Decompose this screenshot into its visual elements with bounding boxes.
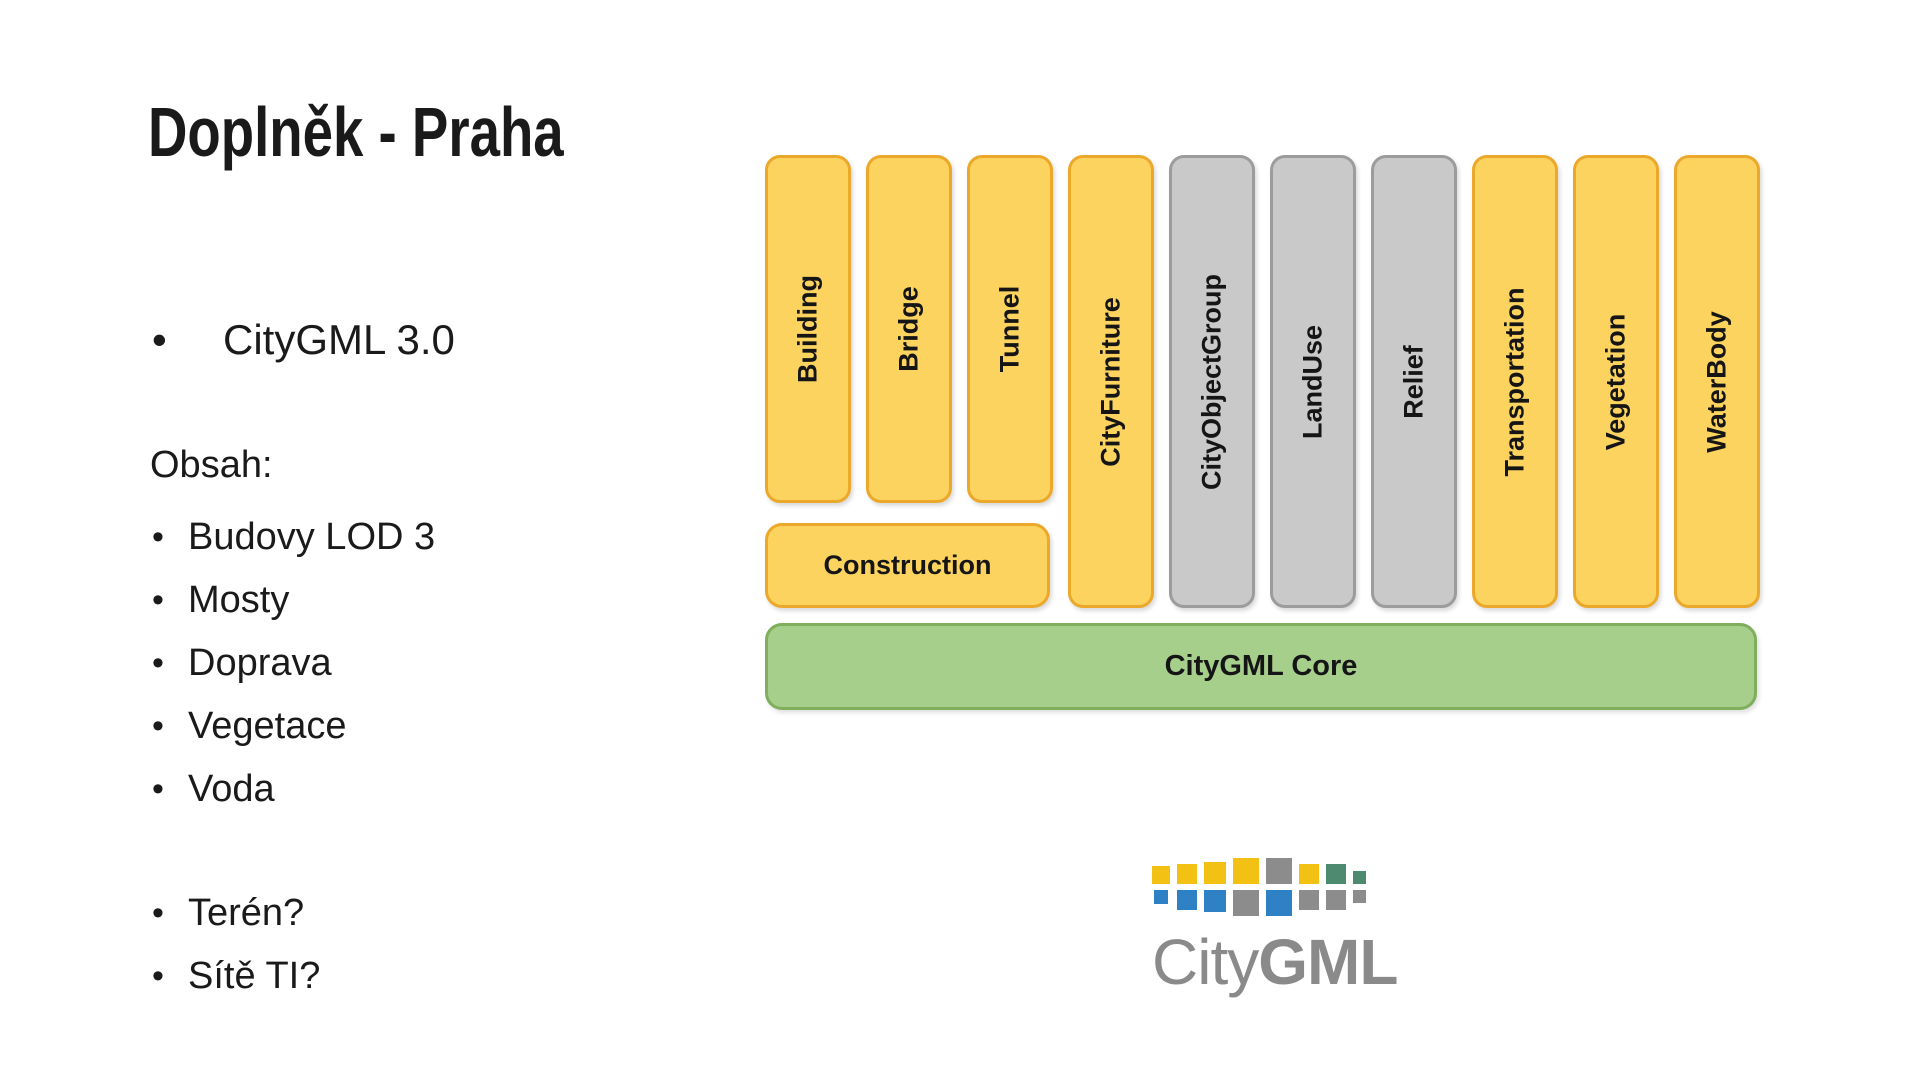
- logo-square-column: [1299, 858, 1319, 916]
- intro-bullet: • CityGML 3.0: [152, 316, 455, 364]
- list-item-label: Voda: [188, 768, 275, 810]
- bullet-icon: •: [152, 644, 164, 682]
- list-item-label: Sítě TI?: [188, 955, 321, 997]
- module-landuse: LandUse: [1270, 155, 1356, 608]
- logo-square: [1353, 871, 1366, 884]
- logo-square: [1204, 890, 1226, 912]
- list-heading: Obsah:: [150, 444, 273, 486]
- construction-label: Construction: [823, 550, 992, 580]
- module-waterbody: WaterBody: [1674, 155, 1760, 608]
- logo-square: [1326, 864, 1346, 884]
- list-item-label: Doprava: [188, 642, 332, 684]
- module-bars: Building Bridge Tunnel CityFurniture CityObj…: [765, 155, 1760, 608]
- bullet-icon: •: [152, 957, 164, 995]
- logo-square: [1266, 858, 1292, 884]
- bullet-icon: •: [152, 707, 164, 745]
- module-label: Bridge: [893, 286, 924, 372]
- module-label: LandUse: [1297, 324, 1328, 439]
- module-bridge: Bridge: [866, 155, 952, 503]
- module-label: WaterBody: [1701, 310, 1732, 453]
- bullet-icon: •: [152, 581, 164, 619]
- logo-square-column: [1266, 858, 1292, 916]
- list-item: • Mosty: [152, 569, 435, 632]
- bullet-icon: •: [152, 770, 164, 808]
- module-building: Building: [765, 155, 851, 503]
- logo-square: [1154, 890, 1168, 904]
- intro-bullet-label: CityGML 3.0: [223, 316, 455, 363]
- module-vegetation: Vegetation: [1573, 155, 1659, 608]
- bullet-icon: •: [152, 518, 164, 556]
- module-cityfurniture: CityFurniture: [1068, 155, 1154, 608]
- list-item-label: Terén?: [188, 892, 305, 934]
- module-label: CityObjectGroup: [1196, 273, 1227, 490]
- logo-square-column: [1353, 858, 1366, 916]
- slide-title: Doplněk - Praha: [148, 93, 564, 171]
- citygml-logo: CityGML: [1152, 858, 1398, 994]
- list-item: • Sítě TI?: [152, 945, 320, 1008]
- logo-squares: [1152, 858, 1397, 916]
- logo-word-city: City: [1152, 926, 1259, 998]
- logo-square-column: [1152, 858, 1170, 916]
- module-label: CityFurniture: [1095, 296, 1126, 467]
- list-item: • Budovy LOD 3: [152, 506, 435, 569]
- core-label: CityGML Core: [1164, 650, 1358, 682]
- module-label: Transportation: [1499, 286, 1530, 477]
- logo-square-column: [1204, 858, 1226, 916]
- logo-square: [1233, 858, 1259, 884]
- module-relief: Relief: [1371, 155, 1457, 608]
- module-label: Vegetation: [1600, 313, 1631, 450]
- module-cityobjectgroup: CityObjectGroup: [1169, 155, 1255, 608]
- logo-wordmark: CityGML: [1152, 930, 1398, 994]
- logo-square: [1152, 866, 1170, 884]
- logo-square: [1204, 862, 1226, 884]
- module-tunnel: Tunnel: [967, 155, 1053, 503]
- list-item: • Doprava: [152, 632, 435, 695]
- logo-square: [1299, 890, 1319, 910]
- module-label: Tunnel: [994, 285, 1025, 373]
- logo-square: [1177, 890, 1197, 910]
- module-transportation: Transportation: [1472, 155, 1558, 608]
- logo-square: [1326, 890, 1346, 910]
- logo-square: [1177, 864, 1197, 884]
- list-item: • Voda: [152, 758, 435, 821]
- list-item: • Vegetace: [152, 695, 435, 758]
- list-item: • Terén?: [152, 882, 320, 945]
- logo-square-column: [1326, 858, 1346, 916]
- bullet-icon: •: [152, 894, 164, 932]
- content-list: • Budovy LOD 3 • Mosty • Doprava • Vegetace • Vod…: [152, 506, 435, 821]
- module-label: Relief: [1398, 344, 1429, 419]
- logo-square: [1353, 890, 1366, 903]
- logo-word-gml: GML: [1258, 926, 1398, 998]
- construction-box: Construction: [765, 523, 1050, 608]
- logo-square-column: [1177, 858, 1197, 916]
- list-item-label: Budovy LOD 3: [188, 516, 436, 558]
- bullet-icon: •: [152, 316, 167, 363]
- list-item-label: Mosty: [188, 579, 290, 621]
- question-list: • Terén? • Sítě TI?: [152, 882, 320, 1008]
- list-item-label: Vegetace: [188, 705, 347, 747]
- core-bar: CityGML Core: [765, 623, 1757, 710]
- logo-square: [1266, 890, 1292, 916]
- logo-square: [1299, 864, 1319, 884]
- logo-square-column: [1233, 858, 1259, 916]
- logo-square: [1233, 890, 1259, 916]
- module-label: Building: [792, 275, 823, 383]
